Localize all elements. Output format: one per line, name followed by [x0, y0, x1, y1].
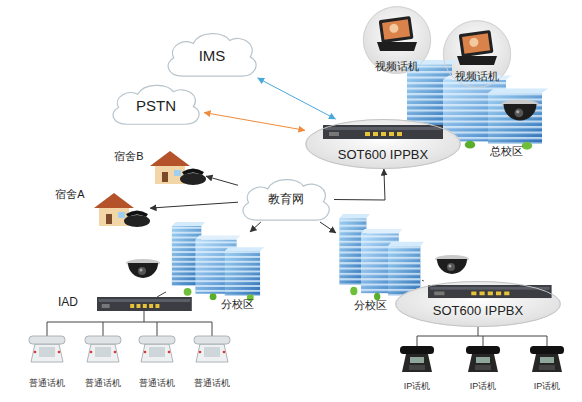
video-phone-circle: 视频话机: [363, 6, 431, 74]
video-phone-backdrop: [443, 20, 511, 88]
iad-device: IAD: [97, 297, 192, 311]
ippbx-backdrop: [395, 281, 561, 327]
connector: [258, 78, 336, 119]
cloud-shape: [113, 85, 199, 124]
ippbx-device: SOT600 IPPBX: [305, 119, 461, 169]
connector: [157, 292, 166, 297]
connector: [422, 280, 424, 282]
device-label: IP话机: [404, 380, 431, 393]
node-text: IAD: [58, 296, 78, 309]
node-text: 宿舍A: [55, 188, 84, 200]
dormitory-house: 宿舍B: [148, 150, 206, 186]
circle-shape: [363, 7, 430, 74]
network-cloud: IMS: [163, 30, 261, 78]
desk-phone: [194, 336, 230, 362]
connector: [206, 176, 238, 185]
ippbx-device: SOT600 IPPBX: [395, 281, 561, 327]
video-phone-backdrop: [363, 6, 431, 74]
device-label: 普通话机: [29, 377, 65, 390]
device-label: IP话机: [470, 380, 497, 393]
connector: [334, 169, 385, 200]
node-text: SOT600 IPPBX: [338, 148, 428, 162]
dormitory-house: 宿舍A: [92, 192, 150, 228]
house: [150, 151, 206, 185]
ip-phone: [466, 346, 500, 372]
node-text: PSTN: [136, 98, 176, 115]
connector: [320, 222, 336, 233]
device-label: 普通话机: [85, 377, 121, 390]
ip-phone: [530, 346, 564, 372]
connector: [150, 202, 238, 208]
camera-dome: [501, 100, 538, 121]
ippbx-backdrop: [305, 119, 461, 169]
node-text: 视频话机: [455, 70, 499, 82]
house: [94, 193, 150, 227]
node-text: SOT600 IPPBX: [433, 304, 523, 318]
iad-rack: [97, 297, 192, 311]
ip-phone: [400, 346, 434, 372]
connector: [250, 222, 261, 232]
node-text: 视频话机: [375, 60, 419, 72]
device-label: IP话机: [534, 380, 561, 393]
video-phone: [377, 16, 417, 51]
node-text: 教育网: [268, 193, 304, 206]
device-label: 普通话机: [139, 377, 175, 390]
ellipse-shape: [396, 281, 560, 326]
camera-dome: [435, 255, 469, 274]
node-text: 宿舍B: [114, 150, 143, 162]
node-text: IMS: [199, 48, 226, 65]
video-phone-circle: 视频话机: [443, 20, 511, 88]
cloud-shape: [243, 180, 329, 221]
phone-wire: [47, 311, 212, 336]
network-cloud: PSTN: [108, 82, 204, 126]
device-label: 普通话机: [194, 377, 230, 390]
node-text: 分校区: [221, 298, 254, 310]
campus-building: 分校区: [336, 226, 422, 298]
node-text: 总校区: [490, 145, 523, 157]
circle-shape: [443, 21, 510, 88]
network-cloud: 教育网: [238, 176, 334, 222]
video-phone: [457, 30, 497, 65]
phone-wire: [417, 327, 547, 346]
camera-dome: [126, 259, 160, 278]
building: [172, 222, 264, 301]
desk-phone: [85, 336, 121, 362]
desk-phone: [29, 336, 65, 362]
building: [339, 214, 424, 301]
node-text: 分校区: [354, 299, 387, 311]
ippbx-rack: [323, 125, 443, 139]
cloud-shape: [168, 34, 256, 76]
ellipse-shape: [306, 120, 460, 169]
campus-building: 分校区: [166, 232, 262, 298]
desk-phone: [139, 336, 175, 362]
connector: [204, 113, 305, 131]
